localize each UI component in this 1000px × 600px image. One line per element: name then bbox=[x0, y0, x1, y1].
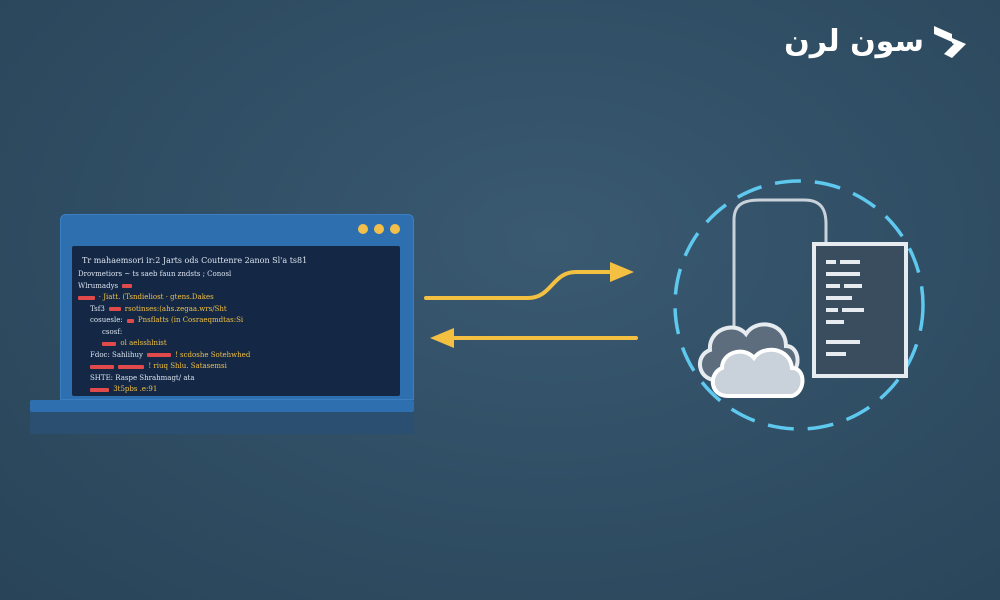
cloud-storage-illustration bbox=[673, 179, 925, 431]
code-header: Tr mahaemsori ir:2 Jarts ods Couttenre 2… bbox=[82, 256, 308, 265]
code-token: Pnsflatts (in Cosraeqmdtas:Si bbox=[137, 316, 244, 324]
laptop-illustration: Tr mahaemsori ir:2 Jarts ods Couttenre 2… bbox=[30, 214, 414, 436]
window-dots bbox=[358, 224, 400, 234]
code-line: cosuesle: Pnsflatts (in Cosraeqmdtas:Si bbox=[90, 316, 243, 325]
arrow-left-icon bbox=[430, 328, 638, 348]
code-highlight-bar bbox=[108, 307, 121, 311]
code-highlight-bar bbox=[78, 295, 95, 300]
brand-logo: سون لرن bbox=[784, 22, 970, 62]
laptop-lid: Tr mahaemsori ir:2 Jarts ods Couttenre 2… bbox=[60, 214, 414, 400]
laptop-screen: Tr mahaemsori ir:2 Jarts ods Couttenre 2… bbox=[72, 246, 400, 396]
code-token: ! riuq Shlu. Satasemsi bbox=[148, 362, 227, 370]
code-token: 3t5pbs .e:91 bbox=[113, 385, 158, 393]
window-dot-icon bbox=[358, 224, 368, 234]
code-line: Fdoc: Sahlihuy ! scdoshe Sotehwhed bbox=[90, 351, 250, 360]
code-highlight-bar bbox=[126, 318, 134, 323]
code-line: ! riuq Shlu. Satasemsi bbox=[90, 362, 227, 371]
code-token: cosuesle: bbox=[90, 316, 123, 324]
brand-mark-icon bbox=[934, 26, 966, 58]
code-token: · Jiatt. (Tsndieliost · gtens.Dakes bbox=[98, 293, 214, 301]
code-highlight-bar bbox=[102, 341, 117, 346]
code-highlight-bar bbox=[118, 364, 145, 369]
code-token: Tsf3 bbox=[90, 304, 105, 313]
code-token: ! scdoshe Sotehwhed bbox=[174, 350, 251, 359]
code-line: ol aelsshlnist bbox=[102, 339, 167, 348]
laptop-base bbox=[30, 400, 414, 412]
code-line: csosf: bbox=[102, 328, 122, 337]
code-highlight-bar bbox=[122, 284, 132, 288]
brand-name: سون لرن bbox=[784, 24, 924, 59]
code-token: rsotinses:(ahs.zegaa.wrs/Sht bbox=[124, 304, 227, 313]
connector-line-icon bbox=[732, 198, 828, 330]
laptop-base-shadow bbox=[30, 412, 414, 434]
code-line: Drovmetiors ~ ts saeb faun zndsts ; Cono… bbox=[78, 270, 231, 279]
window-dot-icon bbox=[374, 224, 384, 234]
code-line: SHTE: Raspe Shrahmagt/ ata bbox=[90, 374, 195, 383]
code-token: Drovmetiors ~ ts saeb faun zndsts ; Cono… bbox=[78, 270, 232, 278]
document-icon bbox=[812, 242, 908, 378]
code-token: SHTE: Raspe Shrahmagt/ ata bbox=[90, 373, 195, 382]
code-token: ol aelsshlnist bbox=[120, 339, 167, 347]
code-highlight-bar bbox=[90, 387, 110, 392]
code-line: · Jiatt. (Tsndieliost · gtens.Dakes bbox=[78, 293, 214, 302]
cloud-front-icon bbox=[711, 347, 805, 398]
code-line: Tsf3 rsotinses:(ahs.zegaa.wrs/Sht bbox=[90, 305, 227, 314]
sync-arrows bbox=[424, 262, 638, 348]
code-highlight-bar bbox=[146, 353, 171, 357]
dashed-ring-icon bbox=[673, 179, 925, 431]
code-line: 3t5pbs .e:91 bbox=[90, 385, 157, 394]
window-dot-icon bbox=[390, 224, 400, 234]
code-highlight-bar bbox=[90, 364, 114, 369]
arrow-right-icon bbox=[424, 262, 634, 300]
code-token: Wlrumadys bbox=[78, 281, 119, 290]
code-line: Wlrumadys bbox=[78, 282, 132, 291]
code-token: csosf: bbox=[102, 327, 123, 336]
code-token: Fdoc: Sahlihuy bbox=[90, 350, 143, 359]
